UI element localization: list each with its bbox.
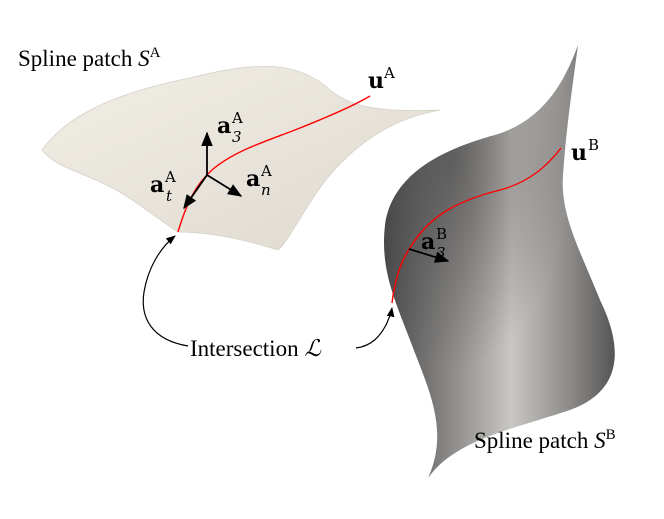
intersection-curve-b (391, 147, 562, 304)
at-a-arrow (183, 174, 208, 210)
label-intersection: Intersection ℒ (190, 336, 321, 361)
label-an-a: a A n (246, 162, 272, 199)
svg-text:Spline patch SB: Spline patch SB (474, 427, 616, 453)
svg-text:a: a (421, 229, 435, 255)
svg-text:t: t (166, 187, 173, 205)
svg-text:3: 3 (436, 244, 446, 262)
svg-text:A: A (260, 162, 272, 180)
an-a-arrow (206, 174, 243, 197)
svg-text:B: B (588, 136, 599, 154)
spline-patch-a-surface (41, 66, 441, 251)
label-at-a: a A t (150, 168, 176, 205)
label-a3-b: a B 3 (421, 225, 447, 262)
svg-text:a: a (150, 172, 164, 198)
svg-text:a: a (246, 166, 260, 192)
a3-b-arrow (408, 248, 450, 263)
intersection-arrow-to-a (142, 235, 189, 347)
svg-text:A: A (164, 168, 176, 186)
svg-text:A: A (231, 109, 243, 127)
intersection-arrow-to-b (355, 307, 395, 349)
svg-text:a: a (217, 113, 231, 139)
label-spline-patch-b: Spline patch SB (474, 427, 616, 453)
svg-text:n: n (261, 181, 271, 199)
svg-text:B: B (436, 225, 447, 243)
svg-text:Spline patch SA: Spline patch SA (18, 45, 161, 71)
label-u-a: u A (368, 64, 395, 94)
svg-text:3: 3 (232, 128, 242, 146)
label-a3-a: a A 3 (217, 109, 243, 146)
label-u-b: u B (571, 136, 599, 166)
u-a-sup: A (383, 64, 395, 82)
label-spline-patch-a: Spline patch SA (18, 45, 161, 71)
svg-text:u: u (571, 140, 587, 166)
u-a-base: u (368, 68, 384, 94)
spline-patch-b-shading (384, 45, 615, 478)
svg-text:Intersection ℒ: Intersection ℒ (190, 336, 321, 361)
